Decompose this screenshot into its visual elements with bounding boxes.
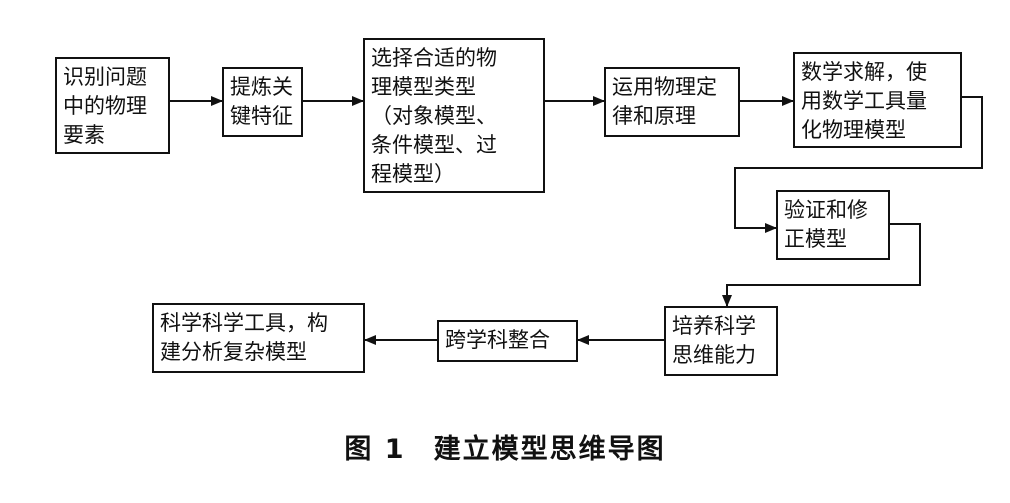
node-choose-model-type: 选择合适的物 理模型类型 （对象模型、 条件模型、过 程模型）: [363, 38, 545, 193]
node-text-line: 识别问题: [63, 65, 147, 89]
node-apply-laws: 运用物理定 律和原理: [604, 67, 740, 137]
node-cultivate-thinking: 培养科学 思维能力: [664, 306, 778, 376]
node-text-line: 律和原理: [612, 104, 696, 128]
node-identify-elements: 识别问题 中的物理 要素: [55, 57, 170, 154]
node-text-line: 建分析复杂模型: [160, 340, 307, 364]
node-text-line: 选择合适的物: [371, 46, 497, 70]
edge-verify-to-cultivate: [722, 223, 921, 307]
node-text-line: 要素: [63, 123, 105, 147]
node-math-solve: 数学求解，使 用数学工具量 化物理模型: [793, 52, 962, 148]
node-text-line: 键特征: [230, 104, 293, 128]
figure-caption: 图 1 建立模型思维导图: [0, 427, 1010, 466]
figure-title: 建立模型思维导图: [433, 434, 666, 465]
node-text-line: 中的物理: [63, 94, 147, 118]
node-text-line: 验证和修: [784, 198, 868, 222]
node-text-line: 科学科学工具，构: [160, 311, 328, 335]
node-text-line: 程模型）: [371, 162, 455, 186]
node-text-line: 跨学科整合: [445, 328, 550, 352]
node-text-line: 用数学工具量: [801, 89, 927, 113]
node-text-line: 数学求解，使: [801, 60, 927, 84]
node-verify-correct: 验证和修 正模型: [776, 190, 890, 260]
node-build-complex-model: 科学科学工具，构 建分析复杂模型: [152, 303, 365, 373]
node-text-line: 化物理模型: [801, 118, 906, 142]
node-text-line: 正模型: [784, 227, 847, 251]
edge-solve-to-verify: [734, 96, 983, 233]
node-extract-features: 提炼关 键特征: [222, 67, 303, 137]
node-interdisciplinary: 跨学科整合: [437, 320, 578, 362]
node-text-line: 条件模型、过: [371, 133, 497, 157]
node-text-line: 思维能力: [672, 343, 756, 367]
node-text-line: 运用物理定: [612, 75, 717, 99]
node-text-line: 提炼关: [230, 75, 293, 99]
node-text-line: （对象模型、: [371, 104, 497, 128]
figure-number: 图 1: [344, 434, 406, 465]
node-text-line: 理模型类型: [371, 75, 476, 99]
node-text-line: 培养科学: [672, 314, 756, 338]
